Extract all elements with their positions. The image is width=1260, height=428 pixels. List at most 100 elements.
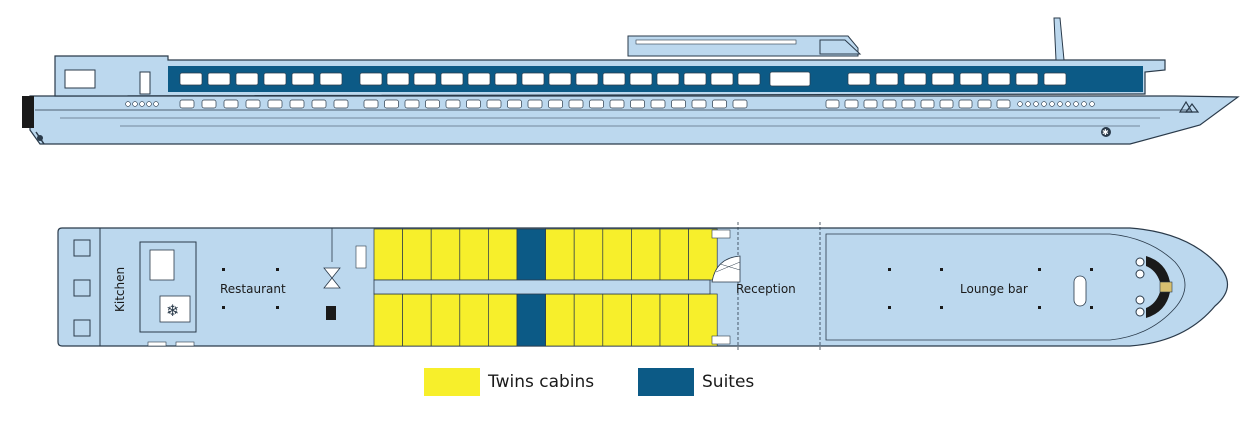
- porthole: [146, 101, 152, 107]
- ship-side-profile: ✱: [22, 17, 1240, 145]
- cabin-window: [548, 72, 572, 86]
- lounge-window: [769, 71, 811, 87]
- twins-cabin: [488, 228, 518, 281]
- cabin-window: [931, 72, 955, 86]
- porthole: [201, 99, 217, 109]
- logo-icon: [1178, 100, 1200, 113]
- porthole: [223, 99, 239, 109]
- porthole: [958, 99, 973, 109]
- porthole: [1025, 101, 1031, 107]
- porthole: [445, 99, 461, 109]
- legend-item-twins: Twins cabins: [424, 368, 594, 396]
- porthole: [527, 99, 543, 109]
- cabin-window: [656, 72, 680, 86]
- porthole: [132, 101, 138, 107]
- porthole: [712, 99, 727, 109]
- legend-item-suites: Suites: [638, 368, 754, 396]
- reception-label: Reception: [736, 282, 796, 296]
- cabin-window: [319, 72, 343, 86]
- twins-cabin: [659, 293, 689, 347]
- porthole: [363, 99, 379, 109]
- lounge-panel: [825, 233, 1186, 341]
- cabin-window: [235, 72, 259, 86]
- stern-block: [22, 96, 34, 128]
- porthole: [939, 99, 954, 109]
- cabin-window: [467, 72, 491, 86]
- bar-counter-icon: [1073, 275, 1087, 307]
- hull: [29, 95, 1240, 145]
- snowflake-icon: ❄: [166, 301, 179, 320]
- porthole: [1065, 101, 1071, 107]
- twins-swatch: [424, 368, 480, 396]
- porthole: [1017, 101, 1023, 107]
- porthole: [311, 99, 327, 109]
- cabin-window: [875, 72, 899, 86]
- porthole: [1089, 101, 1095, 107]
- anchor-icon: ✱: [1101, 127, 1111, 137]
- porthole: [1049, 101, 1055, 107]
- twins-cabin: [488, 293, 518, 347]
- propeller-icon: [35, 131, 45, 145]
- lounge-bar-label: Lounge bar: [960, 282, 1028, 296]
- porthole: [139, 101, 145, 107]
- lower-windows: [125, 99, 1095, 109]
- twins-cabin: [602, 293, 632, 347]
- porthole: [1033, 101, 1039, 107]
- staircase-icon: [711, 255, 741, 283]
- porthole: [333, 99, 349, 109]
- porthole: [882, 99, 897, 109]
- porthole: [691, 99, 707, 109]
- cabin-window: [602, 72, 626, 86]
- cabin-window: [629, 72, 653, 86]
- porthole: [1073, 101, 1079, 107]
- twins-cabin: [573, 293, 604, 347]
- porthole: [920, 99, 935, 109]
- porthole: [732, 99, 748, 109]
- porthole: [425, 99, 440, 109]
- porthole: [1081, 101, 1087, 107]
- cabin-window: [847, 72, 871, 86]
- porthole: [466, 99, 481, 109]
- bow-seating-icon: [1135, 256, 1173, 318]
- porthole: [609, 99, 625, 109]
- porthole: [125, 101, 131, 107]
- porthole: [486, 99, 502, 109]
- twins-cabin: [402, 293, 432, 347]
- cabin-window: [413, 72, 437, 86]
- cabin-window: [521, 72, 545, 86]
- cabin-window: [263, 72, 287, 86]
- twins-cabin: [459, 228, 489, 281]
- restaurant-label: Restaurant: [220, 282, 286, 296]
- porthole: [863, 99, 878, 109]
- twins-cabin: [631, 293, 661, 347]
- corridor: [373, 279, 711, 295]
- cabin-window: [575, 72, 599, 86]
- cabin-window: [386, 72, 410, 86]
- porthole: [671, 99, 686, 109]
- legend-label: Twins cabins: [488, 372, 595, 392]
- twins-cabin: [402, 228, 432, 281]
- porthole: [825, 99, 840, 109]
- porthole: [1057, 101, 1063, 107]
- restaurant-columns: [222, 268, 279, 309]
- twins-cabin: [545, 293, 575, 347]
- porthole: [977, 99, 992, 109]
- cabin-window: [1043, 72, 1067, 86]
- twins-cabin: [373, 293, 403, 347]
- cabin-window: [710, 72, 734, 86]
- twins-cabin: [573, 228, 604, 281]
- kitchen-label: Kitchen: [113, 267, 127, 312]
- porthole: [507, 99, 522, 109]
- twins-cabin: [659, 228, 689, 281]
- porthole: [548, 99, 563, 109]
- porthole: [650, 99, 666, 109]
- cabin-window: [959, 72, 983, 86]
- porthole: [1041, 101, 1047, 107]
- twins-cabin: [631, 228, 661, 281]
- cabin-window: [291, 72, 315, 86]
- porthole: [267, 99, 283, 109]
- kitchen-area: [139, 241, 197, 333]
- upper-windows: [179, 71, 1067, 87]
- porthole: [245, 99, 261, 109]
